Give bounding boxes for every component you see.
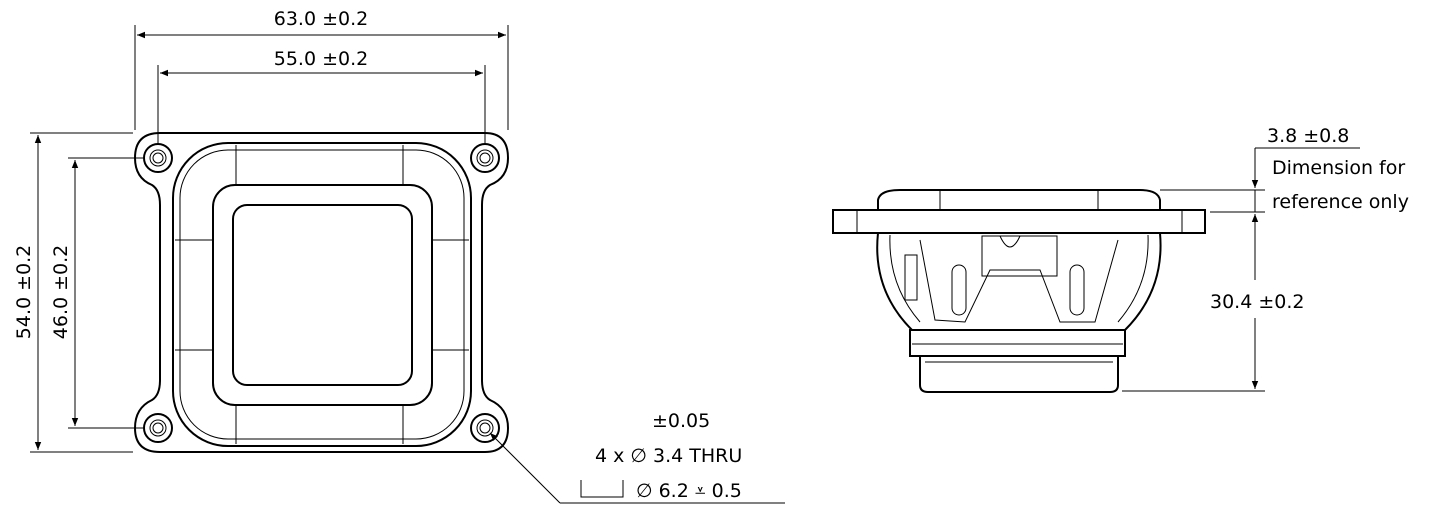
- reference-note-line2: reference only: [1272, 191, 1409, 213]
- dim-depth: 30.4 ±0.2: [1210, 291, 1304, 313]
- counterbore-icon: [580, 480, 624, 498]
- mounting-flange: [133, 132, 510, 453]
- mounting-holes: [143, 143, 500, 443]
- dim-width-outer: 63.0 ±0.2: [274, 8, 368, 30]
- surround: [212, 184, 433, 406]
- reference-note-line1: Dimension for: [1272, 157, 1405, 179]
- side-flange: [832, 209, 1206, 234]
- dim-protrusion: 3.8 ±0.8: [1267, 125, 1349, 147]
- dim-height-holes: 46.0 ±0.2: [50, 245, 72, 339]
- dust-cap-profile: [877, 189, 1161, 210]
- basket-profile: [876, 232, 1162, 331]
- dim-width-holes: 55.0 ±0.2: [274, 48, 368, 70]
- front-view: 63.0 ±0.2 55.0 ±0.2 54.0 ±0.2 46.0 ±0.2: [13, 8, 510, 453]
- side-view: 3.8 ±0.8 Dimension for reference only 30…: [832, 125, 1409, 393]
- magnet-ring: [909, 329, 1126, 357]
- magnet-pot: [919, 356, 1119, 393]
- basket-outline: [172, 142, 472, 447]
- hole-callout: ±0.05 4 x ∅ 3.4 THRU ∅ 6.2 ⩡ 0.5: [489, 410, 785, 504]
- hole-thru-spec: 4 x ∅ 3.4 THRU: [595, 445, 742, 467]
- hole-tolerance: ±0.05: [652, 410, 710, 432]
- dim-height-outer: 54.0 ±0.2: [13, 245, 35, 339]
- cone: [232, 204, 413, 386]
- hole-counterbore-spec: ∅ 6.2 ⩡ 0.5: [636, 480, 742, 502]
